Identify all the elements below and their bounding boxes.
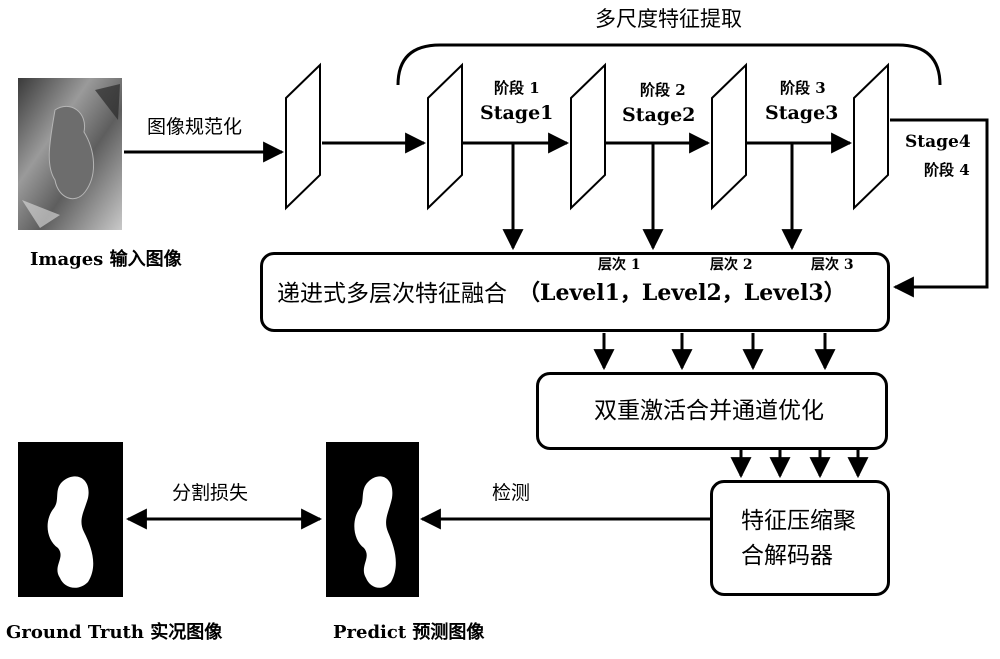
stage2-en: Stage2: [622, 104, 696, 126]
decoder-text-line1: 特征压缩聚: [741, 508, 856, 534]
stage1-en: Stage1: [480, 102, 554, 124]
fusion-text: 递进式多层次特征融合: [277, 281, 507, 307]
progressive-fusion-box: [260, 252, 890, 332]
stage4-en: Stage4: [905, 132, 971, 152]
ground-truth-image: [18, 442, 123, 597]
level3-tag: 层次 3: [811, 257, 854, 273]
plate-stage2: [570, 62, 606, 211]
arrow-stage4-to-fusion: [890, 118, 989, 298]
decoder-box: [710, 480, 890, 596]
level1-tag: 层次 1: [598, 257, 641, 273]
gt-caption: Ground Truth 实况图像: [6, 622, 223, 643]
loss-label: 分割损失: [172, 482, 249, 504]
decoder-text-line2: 合解码器: [741, 543, 833, 569]
plate-stage1: [427, 62, 463, 211]
stage3-zh: 阶段 3: [780, 79, 826, 97]
plate-stage3: [711, 62, 747, 211]
predict-image: [326, 442, 419, 597]
input-image: [18, 78, 122, 230]
pred-caption: Predict 预测图像: [333, 622, 485, 643]
normalize-label: 图像规范化: [147, 116, 243, 138]
multiscale-bracket: [396, 43, 942, 86]
stage3-en: Stage3: [765, 102, 839, 124]
stage4-zh: 阶段 4: [924, 161, 970, 179]
plate-stage4: [853, 62, 889, 211]
dual-activation-box: [536, 372, 888, 450]
plate-normalized: [285, 62, 321, 211]
stage2-zh: 阶段 2: [640, 81, 686, 99]
feature-plates: [285, 62, 889, 211]
level2-tag: 层次 2: [710, 257, 753, 273]
input-caption: Images 输入图像: [30, 249, 182, 270]
fusion-levels: （Level1，Level2，Level3）: [518, 280, 846, 306]
dual-activation-text: 双重激活合并通道优化: [594, 398, 824, 424]
detect-label: 检测: [492, 482, 531, 504]
multiscale-title: 多尺度特征提取: [595, 7, 742, 31]
stage1-zh: 阶段 1: [494, 79, 540, 97]
